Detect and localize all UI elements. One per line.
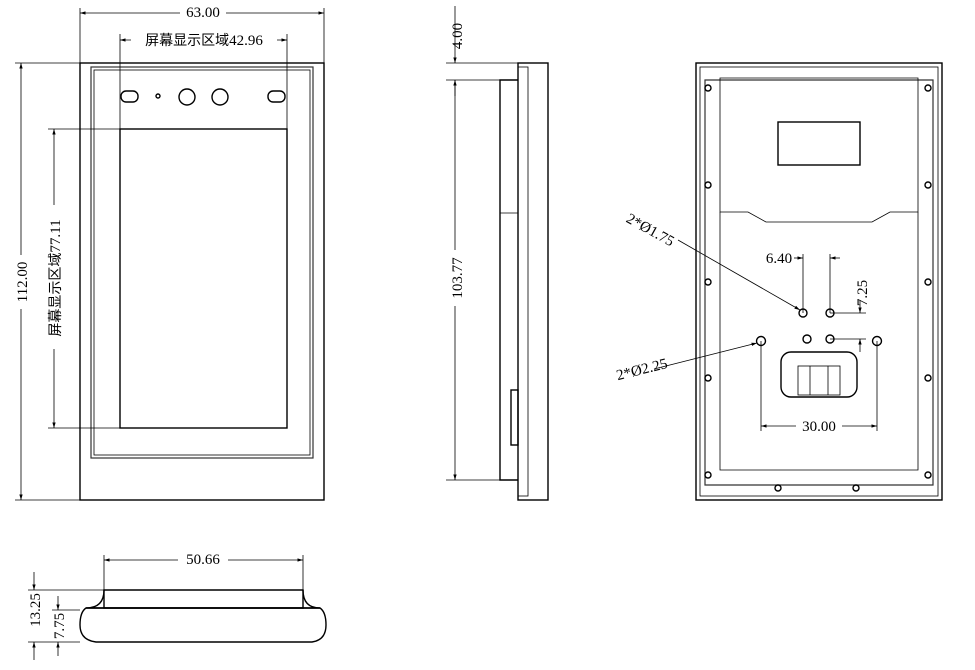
side-top-label: 4.00 bbox=[450, 23, 466, 49]
back-spacing-wide-label: 30.00 bbox=[802, 419, 836, 435]
back-spacing-v-label: 7.25 bbox=[855, 280, 871, 306]
sensor-right-icon bbox=[267, 90, 286, 103]
camera-left-icon bbox=[178, 88, 196, 106]
side-view: 4.00 103.77 bbox=[446, 6, 549, 501]
front-view: 63.00 屏幕显示区域42.96 112.00 屏幕显示区域77.11 bbox=[12, 3, 325, 501]
sensor-left-icon bbox=[120, 90, 139, 103]
back-spacing-h-label: 6.40 bbox=[766, 251, 792, 267]
side-height-label: 103.77 bbox=[450, 257, 466, 299]
camera-right-icon bbox=[211, 88, 229, 106]
front-width-label: 63.00 bbox=[186, 5, 220, 21]
back-hole-small-label: 2*Ø1.75 bbox=[623, 211, 676, 250]
bottom-height-total-label: 13.25 bbox=[28, 593, 44, 627]
back-view: 6.40 7.25 30.00 2*Ø1.75 2*Ø2.25 bbox=[615, 62, 943, 501]
bottom-width-label: 50.66 bbox=[186, 552, 220, 568]
front-height-label: 112.00 bbox=[15, 262, 31, 303]
front-screen-height-label: 屏幕显示区域77.11 bbox=[48, 219, 64, 336]
screw-icons bbox=[704, 84, 932, 492]
back-hole-large-label: 2*Ø2.25 bbox=[615, 356, 669, 384]
label-plate bbox=[777, 121, 861, 166]
front-screen-width-label: 屏幕显示区域42.96 bbox=[145, 33, 263, 49]
mic-icon bbox=[155, 93, 161, 99]
fingerprint-icon bbox=[780, 351, 858, 398]
bottom-height-base-label: 7.75 bbox=[52, 613, 68, 639]
bottom-view: 50.66 13.25 7.75 bbox=[28, 550, 327, 660]
